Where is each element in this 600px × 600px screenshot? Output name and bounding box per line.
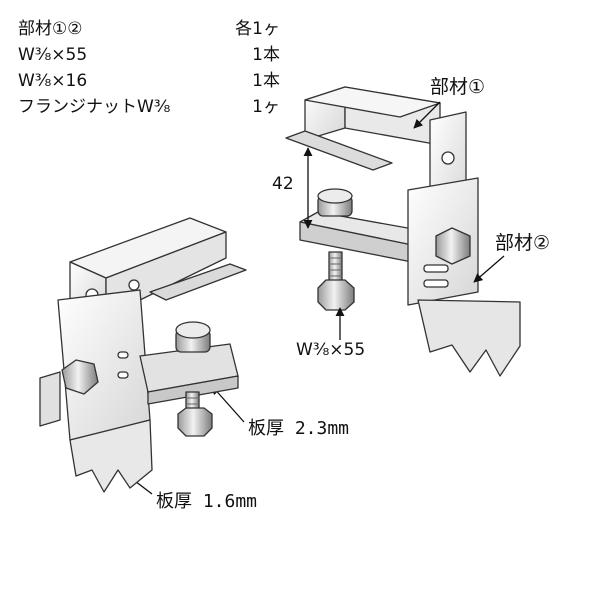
bolt-label: W³⁄₈×55 [296, 340, 366, 360]
label-part2: 部材② [495, 232, 551, 254]
parts-list: 部材①② 各1ヶ W³⁄₈×55 1本 W³⁄₈×16 1本 フランジナットW³… [18, 16, 280, 120]
parts-list-row: フランジナットW³⁄₈ 1ヶ [18, 94, 280, 120]
part-qty: 1ヶ [252, 97, 280, 117]
assembled-view [39, 217, 247, 493]
part-name: フランジナットW³⁄₈ [18, 97, 171, 117]
part-qty: 1本 [252, 45, 280, 65]
part1-bracket [285, 86, 467, 263]
parts-list-row: W³⁄₈×55 1本 [18, 42, 280, 68]
part-qty: 1本 [252, 71, 280, 91]
part-name: W³⁄₈×55 [18, 45, 88, 65]
thickness-label-thick: 板厚 2.3mm [248, 418, 350, 439]
exploded-view [285, 86, 521, 377]
parts-list-row: W³⁄₈×16 1本 [18, 68, 280, 94]
label-part1: 部材① [430, 76, 486, 98]
part-qty: 各1ヶ [235, 19, 280, 39]
exploded-bolt [317, 188, 355, 311]
part2-nut [435, 227, 471, 265]
thickness-label-thin: 板厚 1.6mm [156, 491, 258, 512]
parts-list-row: 部材①② 各1ヶ [18, 16, 280, 42]
part2-plate [407, 177, 521, 377]
part-name: W³⁄₈×16 [18, 71, 88, 91]
part-name: 部材①② [18, 19, 83, 39]
dimension-label: 42 [272, 174, 294, 194]
